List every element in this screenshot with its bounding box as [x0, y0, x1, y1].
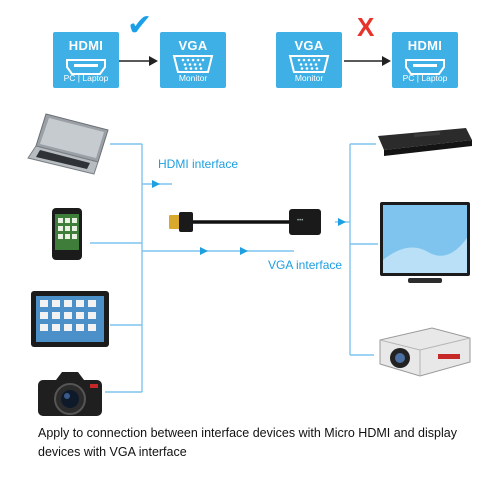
flow-arrow-icon: [338, 218, 346, 226]
vga-port-icon: [172, 55, 214, 73]
flow-arrow-icon: [240, 247, 248, 255]
micro-hdmi-plug-icon: [169, 215, 181, 229]
hdmi-interface-label: HDMI interface: [158, 157, 239, 171]
smartphone-icon: [52, 208, 82, 260]
check-icon: ✔: [127, 9, 153, 42]
flow-arrow-icon: [152, 180, 160, 188]
caption: Apply to connection between interface de…: [38, 426, 457, 459]
card-title: HDMI: [407, 38, 443, 53]
flat-screen-tv-icon: [380, 202, 470, 283]
card-title: VGA: [294, 38, 324, 53]
flow-arrow-icon: [200, 247, 208, 255]
card-subtitle: Monitor: [178, 73, 208, 83]
svg-text:•••: •••: [297, 218, 303, 224]
hdmi-port-icon: [66, 59, 106, 75]
card-subtitle: PC | Laptop: [402, 73, 448, 83]
card-subtitle: PC | Laptop: [63, 73, 109, 83]
right-arrow-icon: [119, 56, 158, 66]
vga-converter-box-icon: [289, 209, 321, 235]
vga-interface-label: VGA interface: [268, 258, 343, 272]
card-title: VGA: [178, 38, 208, 53]
right-arrow-icon: [344, 56, 391, 66]
tablet-icon: [31, 291, 109, 347]
dslr-camera-icon: [38, 372, 102, 416]
hdmi-port-icon: [405, 59, 445, 75]
vga-target-card: VGA Monitor: [160, 32, 226, 88]
card-title: HDMI: [68, 38, 104, 53]
blu-ray-player-icon: [378, 128, 472, 156]
projector-icon: [379, 327, 471, 377]
adapter-cable: •••: [169, 209, 321, 235]
vga-port-icon: [288, 55, 330, 73]
hdmi-source-card: HDMI PC | Laptop: [53, 32, 119, 88]
laptop-icon: [27, 113, 109, 175]
hdmi-target-card: HDMI PC | Laptop: [392, 32, 458, 88]
vga-source-card: VGA Monitor: [276, 32, 342, 88]
cross-icon: X: [357, 12, 375, 42]
card-subtitle: Monitor: [294, 73, 324, 83]
